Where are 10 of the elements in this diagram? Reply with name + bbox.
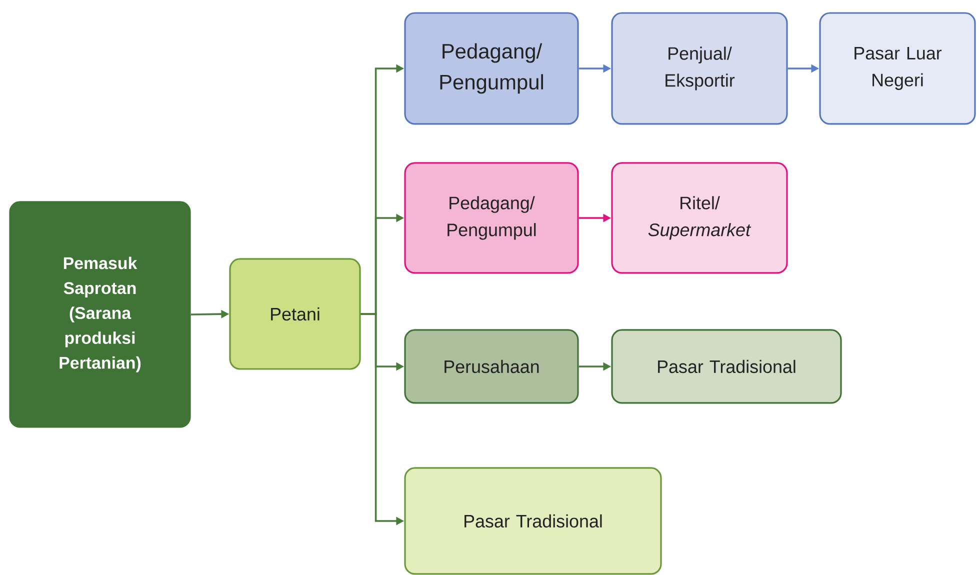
process-box: Penjual/ Eksportir [611,12,788,125]
process-box: Petani [229,258,361,370]
process-box: Pasar Tradisional [611,329,842,404]
process-box: Pasar Luar Negeri [819,12,976,125]
process-box: Perusahaan [404,329,579,404]
process-box: Pedagang/ Pengumpul [404,12,579,125]
process-box: Ritel/ Supermarket [611,162,788,274]
process-box: Pedagang/ Pengumpul [404,162,579,274]
process-box: Pasar Tradisional [404,467,662,575]
process-box: Pemasuk Saprotan (Sarana produksi Pertanian) [9,201,191,428]
